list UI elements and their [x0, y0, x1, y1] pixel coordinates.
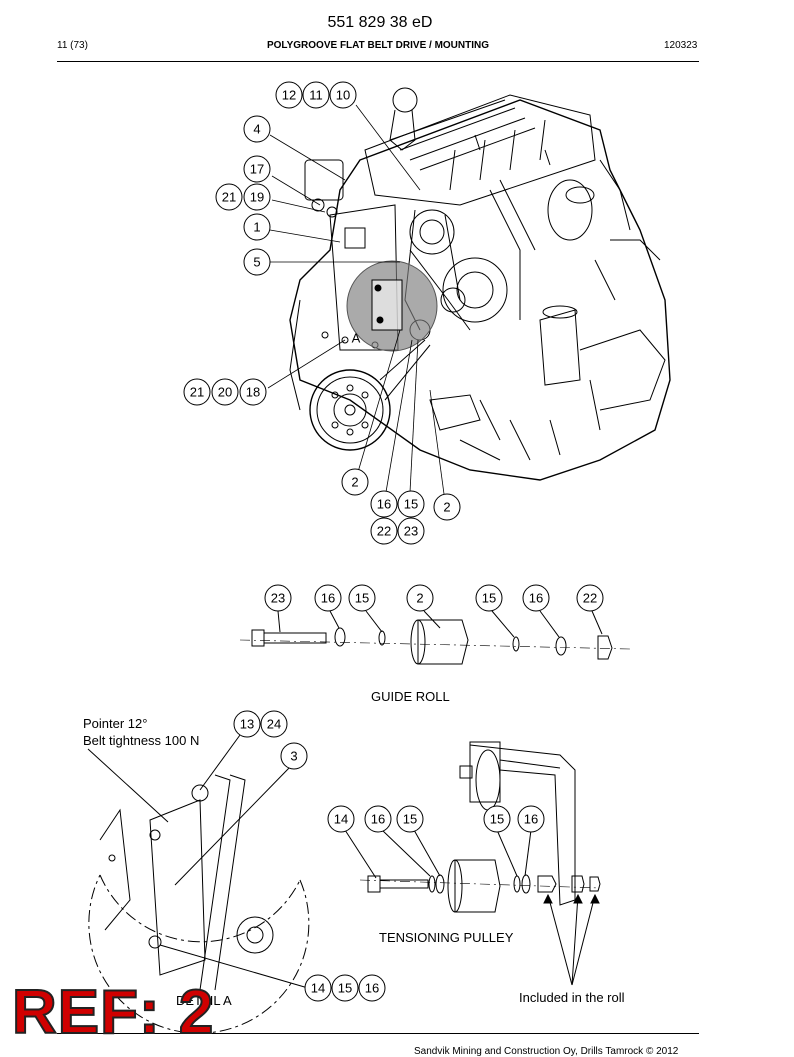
tp-callout-15b: 15 [483, 805, 511, 833]
svg-text:18: 18 [246, 385, 260, 400]
engine-illustration [289, 87, 671, 481]
svg-text:15: 15 [490, 812, 504, 827]
da-callout-16: 16 [358, 974, 386, 1002]
svg-text:16: 16 [529, 591, 543, 606]
page-number: 11 (73) [57, 40, 88, 51]
engine-leader-lines [267, 104, 445, 495]
callout-22: 22 [370, 517, 398, 545]
gr-callout-15b: 15 [475, 584, 503, 612]
svg-text:3: 3 [290, 749, 297, 764]
svg-text:2: 2 [443, 500, 450, 515]
tp-callout-14: 14 [327, 805, 355, 833]
svg-text:16: 16 [524, 812, 538, 827]
engine-callouts: 12 11 10 4 17 21 19 1 5 A 21 20 18 2 16 … [183, 81, 461, 545]
da-callout-14: 14 [304, 974, 332, 1002]
svg-text:15: 15 [355, 591, 369, 606]
svg-text:15: 15 [404, 497, 418, 512]
footer-copyright: Sandvik Mining and Construction Oy, Dril… [414, 1046, 679, 1057]
svg-text:14: 14 [334, 812, 348, 827]
da-callout-13: 13 [233, 710, 261, 738]
tensioning-pulley-caption: TENSIONING PULLEY [379, 930, 514, 945]
svg-text:20: 20 [218, 385, 232, 400]
callout-21: 21 [215, 183, 243, 211]
callout-11: 11 [302, 81, 330, 109]
svg-text:16: 16 [365, 981, 379, 996]
callout-15: 15 [397, 490, 425, 518]
svg-text:11: 11 [309, 88, 323, 103]
tensioning-pulley-illustration [344, 741, 601, 986]
belt-tightness-note: Belt tightness 100 N [83, 733, 200, 748]
svg-text:21: 21 [222, 190, 236, 205]
gr-callout-15: 15 [348, 584, 376, 612]
header-rule [57, 61, 699, 62]
svg-text:23: 23 [271, 591, 285, 606]
guide-roll-illustration [239, 610, 631, 665]
included-in-roll-note: Included in the roll [519, 990, 625, 1005]
svg-text:12: 12 [282, 88, 296, 103]
callout-16: 16 [370, 490, 398, 518]
svg-text:13: 13 [240, 717, 254, 732]
svg-text:5: 5 [253, 255, 260, 270]
svg-text:24: 24 [267, 717, 281, 732]
svg-text:14: 14 [311, 981, 325, 996]
callout-17: 17 [243, 155, 271, 183]
svg-text:15: 15 [403, 812, 417, 827]
svg-text:16: 16 [377, 497, 391, 512]
svg-text:2: 2 [416, 591, 423, 606]
svg-text:19: 19 [250, 190, 264, 205]
tp-callout-16: 16 [364, 805, 392, 833]
tensioning-pulley-callouts: 14 16 15 15 16 [327, 805, 545, 833]
detail-a-marker: A [352, 331, 361, 346]
svg-text:17: 17 [250, 162, 264, 177]
callout-4: 4 [243, 115, 271, 143]
ref-stamp: REF: 2 [11, 978, 215, 1047]
gr-callout-16: 16 [314, 584, 342, 612]
page-title: POLYGROOVE FLAT BELT DRIVE / MOUNTING [266, 40, 490, 51]
svg-text:21: 21 [190, 385, 204, 400]
svg-text:A: A [352, 331, 361, 346]
gr-callout-16b: 16 [522, 584, 550, 612]
gr-callout-22: 22 [576, 584, 604, 612]
callout-1: 1 [243, 213, 271, 241]
svg-text:15: 15 [338, 981, 352, 996]
callout-10: 10 [329, 81, 357, 109]
detail-a-illustration [87, 734, 310, 1034]
callout-2: 2 [341, 468, 369, 496]
guide-roll-caption: GUIDE ROLL [371, 689, 450, 704]
callout-19: 19 [243, 183, 271, 211]
da-callout-15: 15 [331, 974, 359, 1002]
detail-a-caption: DETAIL A [176, 993, 232, 1008]
callout-5: 5 [243, 248, 271, 276]
svg-text:22: 22 [583, 591, 597, 606]
svg-text:15: 15 [482, 591, 496, 606]
document-number: 551 829 38 eD [327, 14, 433, 31]
svg-text:4: 4 [253, 122, 260, 137]
da-callout-24: 24 [260, 710, 288, 738]
callout-2b: 2 [433, 493, 461, 521]
svg-text:22: 22 [377, 524, 391, 539]
svg-text:16: 16 [321, 591, 335, 606]
svg-text:2: 2 [351, 475, 358, 490]
svg-text:1: 1 [253, 220, 260, 235]
svg-text:16: 16 [371, 812, 385, 827]
footer-rule [57, 1033, 699, 1034]
callout-12: 12 [275, 81, 303, 109]
callout-23: 23 [397, 517, 425, 545]
gr-callout-23: 23 [264, 584, 292, 612]
svg-text:10: 10 [336, 88, 350, 103]
guide-roll-callouts: 23 16 15 2 15 16 22 [264, 584, 604, 612]
detail-callouts: 13 24 3 14 15 16 [233, 710, 386, 1002]
callout-18: 18 [239, 378, 267, 406]
page-date: 120323 [664, 40, 698, 51]
pointer-note: Pointer 12° [83, 716, 148, 731]
da-callout-3: 3 [280, 742, 308, 770]
tp-callout-16b: 16 [517, 805, 545, 833]
callout-20: 20 [211, 378, 239, 406]
gr-callout-2: 2 [406, 584, 434, 612]
svg-text:23: 23 [404, 524, 418, 539]
tp-callout-15: 15 [396, 805, 424, 833]
callout-21b: 21 [183, 378, 211, 406]
